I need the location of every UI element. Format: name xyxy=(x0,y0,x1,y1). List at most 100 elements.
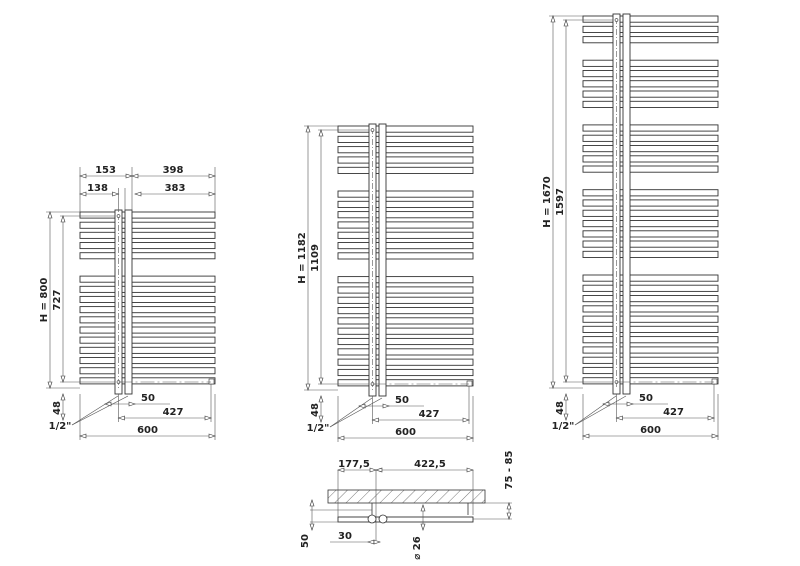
towel-bar xyxy=(337,166,474,174)
connection-size-label: 1/2" xyxy=(552,421,575,432)
arrowhead xyxy=(382,403,390,409)
arrowhead xyxy=(626,401,634,407)
radiator-top-view xyxy=(337,516,474,523)
towel-bar xyxy=(337,307,474,315)
towel-bar xyxy=(582,366,719,375)
towel-bar xyxy=(582,220,719,228)
arrowhead xyxy=(582,433,590,439)
arrowhead xyxy=(128,401,136,407)
towel-bar xyxy=(337,156,474,164)
arrowhead xyxy=(79,173,87,179)
left-width-label: 153 xyxy=(95,165,116,176)
inner-height-label: 1597 xyxy=(555,188,566,216)
towel-bar xyxy=(337,296,474,304)
towel-bar xyxy=(582,124,719,132)
arrowhead xyxy=(563,375,569,383)
return-pipe xyxy=(124,209,133,395)
arrowhead xyxy=(367,539,375,545)
arrowhead xyxy=(615,415,623,421)
connection-size-label: 1/2" xyxy=(49,421,72,432)
towel-bar xyxy=(582,134,719,142)
connection-size-label: 1/2" xyxy=(307,423,330,434)
towel-bar xyxy=(79,336,216,344)
center-distance-label: 427 xyxy=(663,407,684,418)
towel-bar xyxy=(337,190,474,198)
towel-bar xyxy=(582,59,719,67)
towel-bar xyxy=(337,146,474,154)
towel-bar xyxy=(79,316,216,324)
connection-point xyxy=(370,128,375,132)
towel-bar xyxy=(337,379,474,387)
connection-point xyxy=(116,214,121,218)
arrowhead xyxy=(563,19,569,27)
towel-bar xyxy=(582,165,719,173)
leader-line xyxy=(329,397,383,428)
arrowhead xyxy=(117,415,125,421)
air-vent xyxy=(711,378,718,385)
right-width-label: 398 xyxy=(163,165,184,176)
towel-bar xyxy=(582,209,719,217)
towel-bar xyxy=(337,317,474,325)
arrowhead xyxy=(305,125,311,133)
towel-bar xyxy=(337,337,474,346)
inner-height-label: 1109 xyxy=(310,244,321,272)
arrowhead xyxy=(550,381,556,389)
left-inner-label: 138 xyxy=(87,183,108,194)
arrowhead xyxy=(506,502,512,510)
connection-point xyxy=(614,18,619,22)
arrowhead xyxy=(373,539,381,545)
towel-bar xyxy=(582,284,719,292)
arrowhead xyxy=(462,417,470,423)
pipe-spacing-label: 50 xyxy=(639,393,653,404)
valve-icon xyxy=(367,514,377,524)
depth-label: 50 xyxy=(300,534,311,548)
leader-line xyxy=(71,395,119,426)
towel-bar xyxy=(582,346,719,354)
towel-bar xyxy=(79,346,216,354)
towel-bar xyxy=(337,200,474,208)
towel-bar xyxy=(337,327,474,335)
pipe-spacing-label: 50 xyxy=(141,393,155,404)
arrowhead xyxy=(466,467,474,473)
towel-bar xyxy=(582,199,719,207)
towel-bar xyxy=(582,70,719,78)
pipe-spacing-label: 50 xyxy=(395,395,409,406)
towel-bar xyxy=(582,145,719,153)
towel-bar xyxy=(337,358,474,366)
height-label: H = 1670 xyxy=(542,176,553,228)
air-vent xyxy=(466,380,473,387)
towel-bar xyxy=(79,295,216,303)
towel-bar xyxy=(337,221,474,229)
towel-bar xyxy=(79,367,216,375)
towel-bar xyxy=(582,305,719,313)
towel-bar xyxy=(582,336,719,344)
arrowhead xyxy=(420,504,426,512)
towel-bar xyxy=(79,221,216,229)
arrowhead xyxy=(318,129,324,137)
arrowhead xyxy=(563,393,569,401)
arrowhead xyxy=(305,383,311,391)
offset-label: 48 xyxy=(555,401,566,415)
towel-bar xyxy=(337,368,474,377)
towel-bar xyxy=(582,15,719,23)
towel-bar xyxy=(582,377,719,385)
leader-line xyxy=(574,395,627,426)
towel-bar xyxy=(582,25,719,33)
arrowhead xyxy=(337,467,345,473)
arrowhead xyxy=(204,415,212,421)
return-pipe xyxy=(378,123,387,397)
arrowhead xyxy=(125,173,133,179)
wall-section xyxy=(327,489,486,504)
towel-bar xyxy=(582,295,719,303)
arrowhead xyxy=(134,191,142,197)
arrowhead xyxy=(309,523,315,531)
valve-icon xyxy=(378,514,388,524)
towel-bar xyxy=(79,275,216,283)
arrowhead xyxy=(337,435,345,441)
towel-bar xyxy=(79,211,216,219)
towel-bar xyxy=(79,306,216,314)
